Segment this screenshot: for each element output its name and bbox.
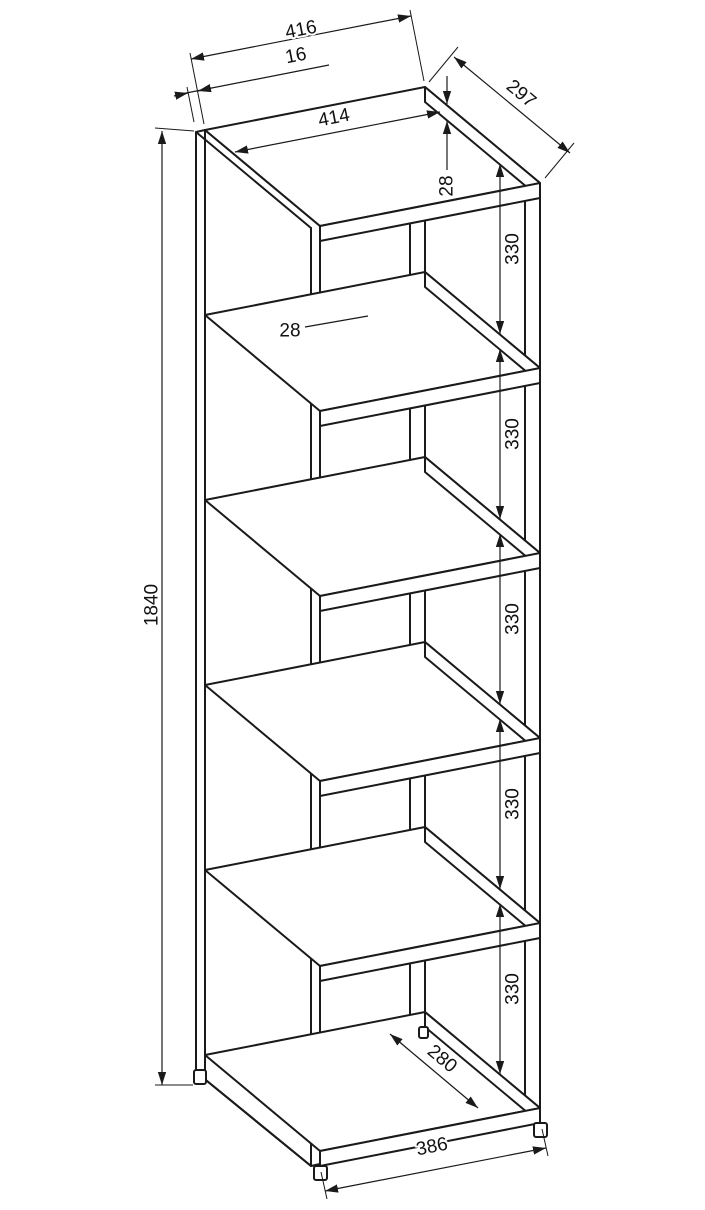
dimension-line xyxy=(389,1033,479,1109)
board-front-face xyxy=(319,182,541,242)
dim-label-compartment-height-3: 330 xyxy=(503,603,524,635)
board-front-face xyxy=(319,552,541,612)
dim-compartment-3: 330 xyxy=(495,534,526,704)
dim-compartment-5: 330 xyxy=(495,904,526,1074)
board-front-face xyxy=(319,367,541,427)
dimension-line xyxy=(453,56,571,154)
dimension-line xyxy=(324,1146,547,1193)
shelf-board-4 xyxy=(204,641,541,797)
foot xyxy=(533,1122,548,1138)
dim-label-compartment-height-4: 330 xyxy=(503,788,524,820)
foot xyxy=(418,1026,429,1039)
side-panel-bottom-edge xyxy=(195,1071,312,1167)
dimension-line xyxy=(234,110,441,154)
side-panel-top-edge xyxy=(195,131,312,229)
dim-compartment-1: 330 xyxy=(495,164,526,334)
dim-label-compartment-height-2: 330 xyxy=(503,418,524,450)
dimension-line xyxy=(190,14,412,61)
shelf-board-2 xyxy=(204,271,541,427)
board-front-face xyxy=(319,737,541,797)
extension-line xyxy=(189,52,205,125)
dim-top-width: 416 xyxy=(189,9,425,125)
extension-line xyxy=(320,1171,328,1200)
board-front-face xyxy=(319,922,541,982)
dim-total-height: 1840 xyxy=(140,127,195,1086)
foot xyxy=(313,1165,328,1181)
extension-line xyxy=(428,46,459,83)
leader-line xyxy=(304,315,369,328)
dim-label-side-thickness: 16 xyxy=(284,44,309,69)
dim-label-compartment-height-1: 330 xyxy=(503,233,524,265)
dimension-arrow xyxy=(197,84,212,93)
dim-label-top-board-thickness: 28 xyxy=(437,175,458,196)
side-panel xyxy=(195,129,321,1167)
foot xyxy=(193,1069,207,1085)
side-panel-silhouette xyxy=(195,129,321,1167)
dim-label-compartment-height-5: 330 xyxy=(503,973,524,1005)
dim-label-top-width: 416 xyxy=(283,17,318,44)
dim-label-total-height: 1840 xyxy=(142,584,163,626)
extension-line xyxy=(154,127,195,132)
dim-compartment-2: 330 xyxy=(495,349,526,519)
shelf-board-3 xyxy=(204,456,541,612)
extension-line xyxy=(541,1128,549,1157)
dim-label-shelf-thickness: 28 xyxy=(279,321,300,342)
shelf-board-5 xyxy=(204,826,541,982)
dim-top-board-thickness: 28 xyxy=(435,76,460,199)
dim-shelf-thickness: 28 xyxy=(277,315,369,344)
extension-line xyxy=(409,9,425,82)
dim-compartment-4: 330 xyxy=(495,719,526,889)
dimension-arrow xyxy=(173,91,189,100)
